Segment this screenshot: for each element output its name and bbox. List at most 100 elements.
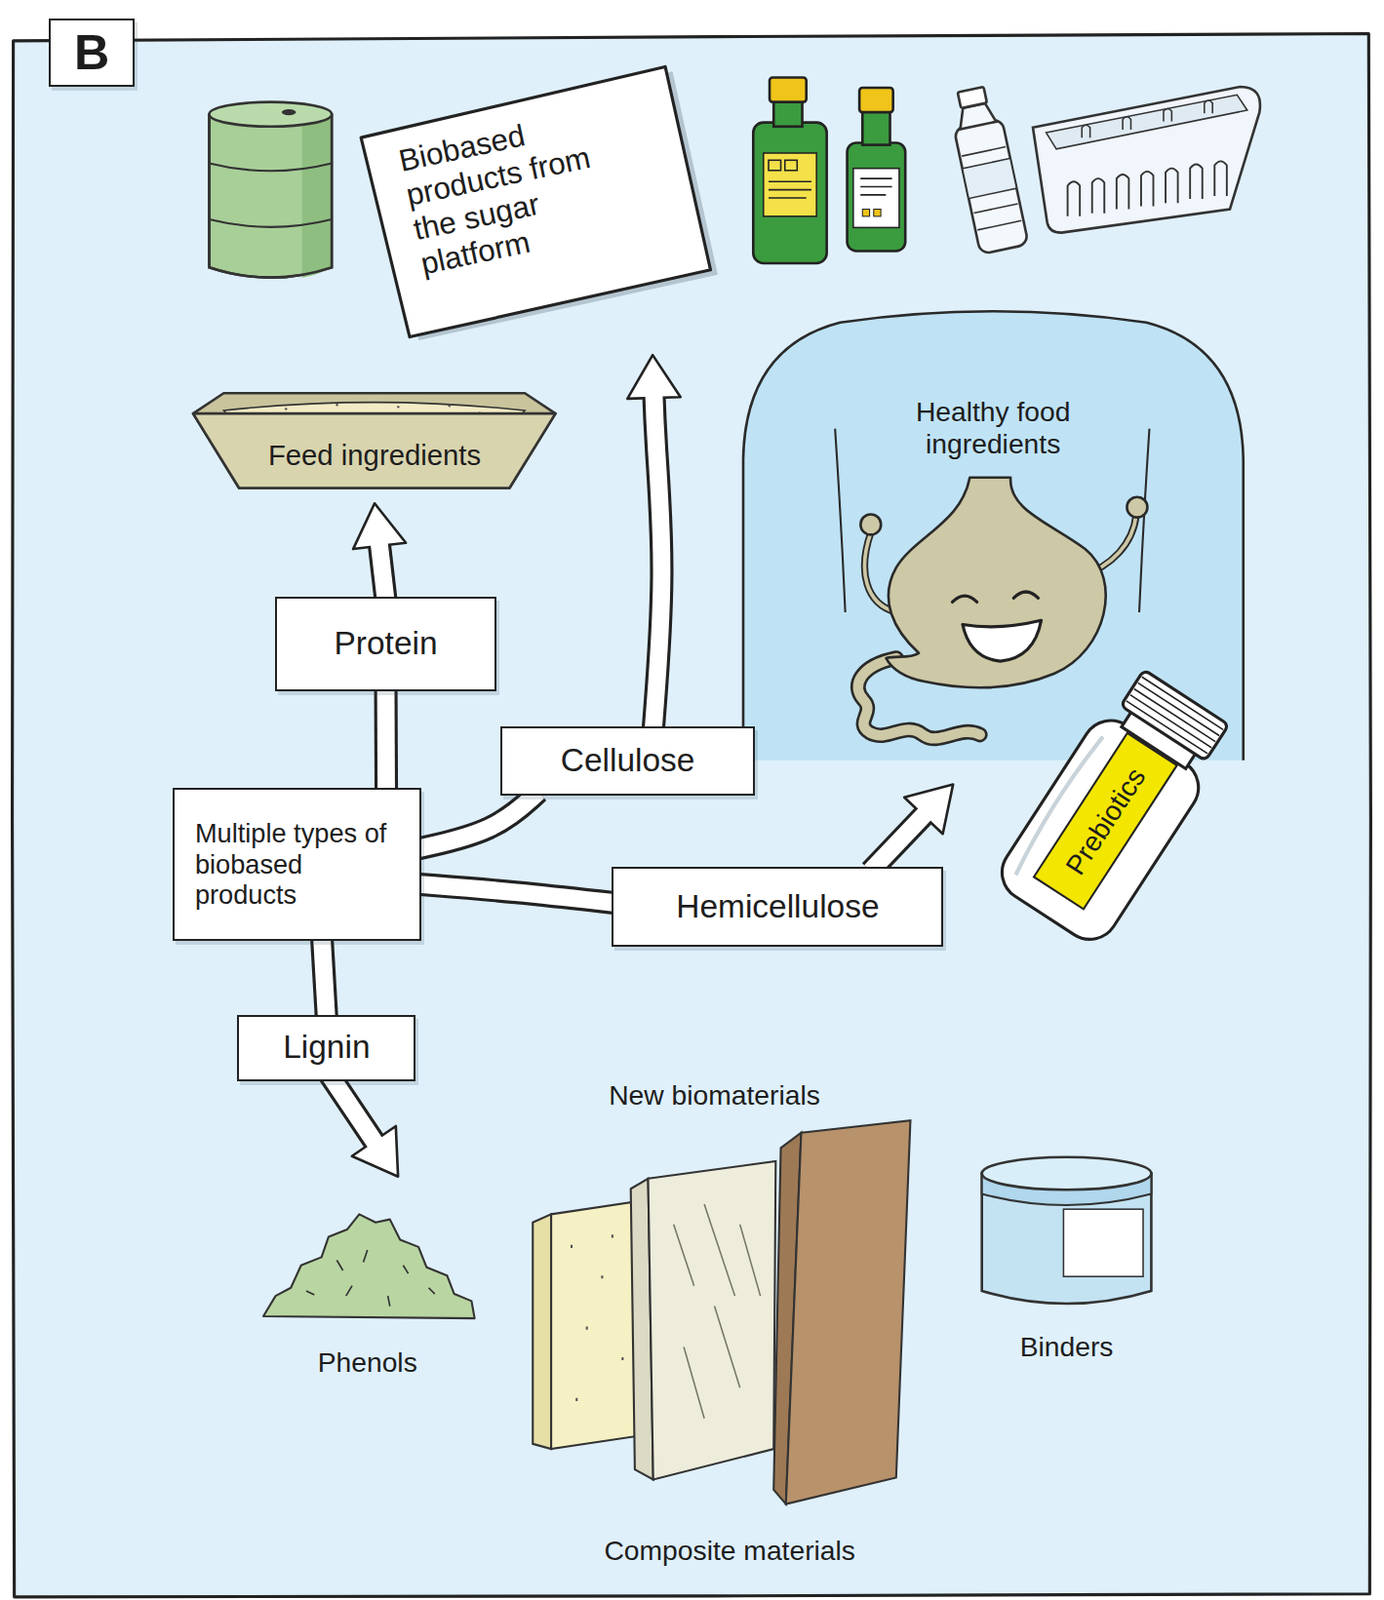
illustration-part — [1063, 1209, 1144, 1277]
arrow-outline — [417, 791, 539, 849]
green-bottles — [752, 78, 906, 264]
illustration-part — [532, 1214, 552, 1450]
component-box: Cellulose — [500, 726, 756, 796]
illustration-part — [359, 66, 712, 339]
text-area: Feed ingredients — [234, 424, 515, 486]
illustration-part — [193, 393, 555, 488]
hollow-arrow — [417, 884, 617, 904]
illustration-part — [328, 1073, 384, 1156]
composite-slabs — [532, 1120, 910, 1505]
hollow-arrow — [870, 785, 954, 872]
arrow-fill — [870, 803, 936, 872]
illustration-part — [1081, 100, 1213, 138]
component-box: Protein — [275, 596, 497, 692]
hollow-arrow — [321, 937, 327, 1020]
feed-tray: Feed ingredients — [193, 388, 555, 491]
arrow-fill — [377, 528, 386, 600]
illustration-part — [302, 114, 332, 277]
arrow-outline — [321, 937, 327, 1020]
panel-frame — [12, 34, 1372, 1598]
water-bottle — [947, 84, 1029, 255]
illustration-part — [990, 710, 1210, 951]
arrow-outline — [374, 687, 399, 792]
hollow-arrow — [353, 503, 406, 600]
caption-label: New biomaterials — [608, 1079, 821, 1111]
text-area: Healthy food ingredients — [743, 390, 1244, 467]
illustration-part — [962, 158, 1018, 198]
caption-label: Phenols — [317, 1346, 418, 1379]
illustration-part — [193, 413, 555, 488]
caption-label: Composite materials — [603, 1535, 855, 1567]
illustration-part — [328, 1073, 384, 1156]
illustration-part — [859, 87, 894, 113]
illustration-part — [263, 1214, 475, 1319]
lignin-arrow — [328, 1073, 398, 1178]
arrow-outline — [377, 528, 386, 600]
binder-jar — [982, 1157, 1152, 1305]
illustration-part — [860, 178, 892, 196]
illustration-part — [953, 118, 1029, 254]
hollow-arrow — [385, 687, 388, 792]
tray-text: Feed ingredients — [268, 438, 481, 473]
illustration-part — [281, 109, 297, 116]
illustration-part — [862, 110, 890, 146]
illustration-part — [786, 1120, 911, 1505]
oil-barrel — [209, 102, 333, 278]
illustration-part — [648, 1161, 777, 1481]
arrow-fill — [653, 380, 663, 731]
illustration-part — [763, 153, 817, 217]
component-box: Lignin — [237, 1015, 416, 1082]
illustration-part — [951, 592, 1038, 602]
panel-letter-text: B — [74, 25, 110, 82]
illustration-part — [209, 114, 333, 277]
arrow-fill — [377, 687, 396, 792]
component-text: Lignin — [282, 1028, 370, 1068]
paper-sheet: Biobased products from the sugar platfor… — [353, 62, 718, 346]
torso-text: Healthy food ingredients — [872, 395, 1113, 460]
illustration-part — [982, 1157, 1152, 1190]
arrow-outline — [653, 380, 663, 731]
illustration-part — [768, 181, 812, 198]
component-text: Protein — [334, 625, 438, 664]
illustration-part — [873, 209, 881, 217]
illustration-part — [209, 162, 333, 227]
caption-label: Binders — [1020, 1331, 1114, 1363]
component-text: Cellulose — [560, 742, 696, 781]
illustration-part — [785, 159, 798, 170]
illustration-part — [743, 311, 1244, 760]
illustration-part — [860, 514, 881, 535]
phenols-pile — [263, 1214, 475, 1319]
illustration-part — [1046, 94, 1248, 149]
component-box: Hemicellulose — [611, 867, 944, 948]
plastic-tray — [1032, 86, 1261, 234]
illustration-part — [571, 1234, 623, 1402]
illustration-part — [957, 86, 988, 109]
illustration-part — [961, 147, 1022, 231]
illustration-part — [752, 122, 827, 264]
arrow-fill — [417, 884, 617, 904]
illustration-part — [862, 209, 870, 217]
illustration-part — [673, 1204, 761, 1420]
illustration-part — [209, 102, 333, 127]
hollow-arrow — [417, 791, 539, 849]
illustration-part — [885, 477, 1106, 688]
source-text: Multiple types of biobased products — [195, 818, 399, 910]
illustration-part — [1067, 160, 1227, 217]
arrow-fill — [417, 791, 539, 849]
arrow-fill — [321, 937, 327, 1020]
illustration-part — [982, 1174, 1152, 1305]
component-text: Hemicellulose — [675, 888, 879, 927]
hollow-arrow — [627, 355, 680, 731]
illustration-part — [306, 1250, 435, 1307]
illustration-part — [1126, 497, 1147, 518]
illustration-part — [847, 143, 907, 252]
illustration-part — [962, 620, 1042, 662]
arrow-outline — [870, 803, 936, 872]
illustration-part — [768, 159, 782, 170]
illustration-part — [1032, 86, 1261, 234]
illustration-part — [743, 311, 1244, 760]
illustration-part — [853, 168, 900, 229]
illustration-part — [209, 114, 333, 277]
